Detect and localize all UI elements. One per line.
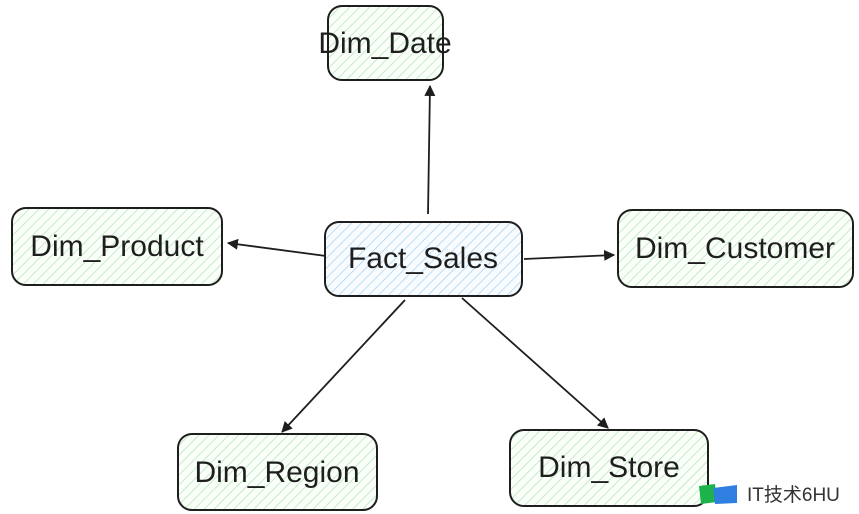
node-label: Dim_Date: [318, 27, 451, 60]
watermark-logo-icon: [699, 483, 737, 504]
node-dim-region[interactable]: Dim_Region: [177, 433, 378, 511]
node-dim-store[interactable]: Dim_Store: [509, 429, 709, 507]
edges: [226, 84, 616, 433]
node-dim-product[interactable]: Dim_Product: [11, 207, 223, 286]
edge-fact-to-region: [281, 299, 406, 433]
node-label: Dim_Region: [194, 456, 359, 489]
edge-fact-to-date: [424, 84, 436, 215]
node-label: Dim_Product: [30, 230, 204, 263]
watermark-text: IT技术6HU: [747, 485, 840, 506]
node-fact-sales[interactable]: Fact_Sales: [324, 221, 523, 297]
node-label: Fact_Sales: [348, 242, 498, 275]
edge-fact-to-product: [226, 238, 327, 257]
edge-fact-to-store: [461, 297, 609, 429]
node-dim-customer[interactable]: Dim_Customer: [617, 209, 854, 288]
node-dim-date[interactable]: Dim_Date: [318, 5, 452, 81]
watermark: IT技术6HU: [697, 480, 840, 507]
edge-fact-to-customer: [523, 249, 616, 261]
node-label: Dim_Customer: [635, 232, 835, 265]
node-label: Dim_Store: [538, 451, 680, 484]
